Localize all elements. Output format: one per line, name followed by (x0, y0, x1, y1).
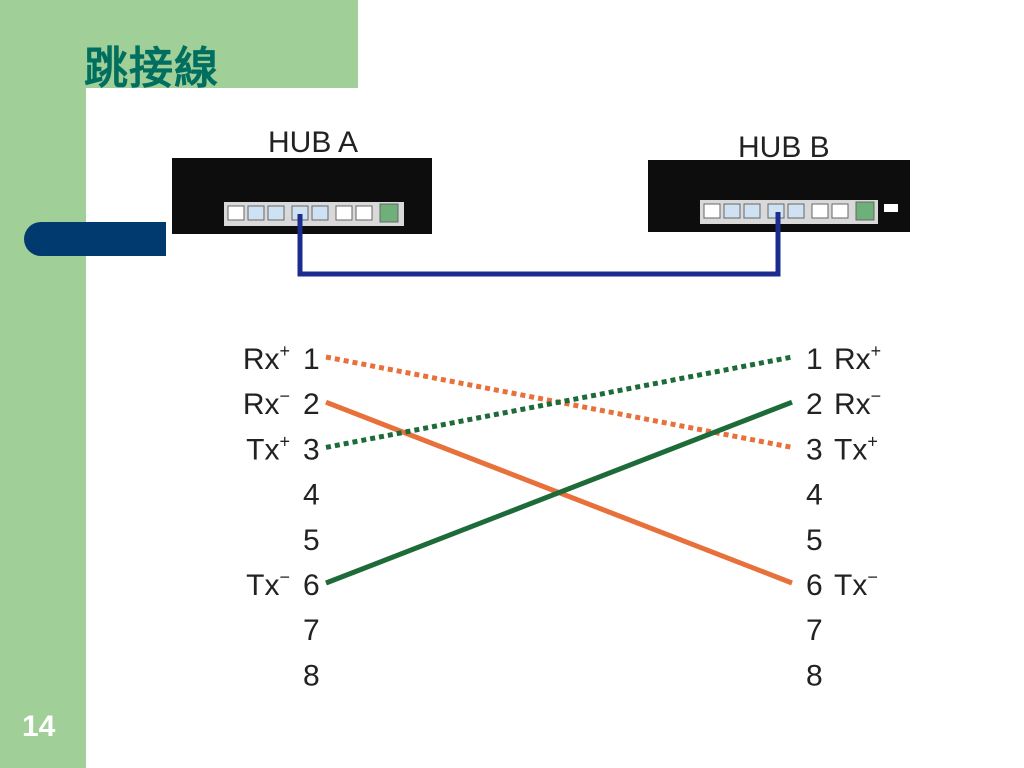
left-green-band (0, 0, 86, 768)
left-pin-4: 4 (303, 479, 320, 512)
crossover-cable (297, 212, 781, 277)
left-signal-1: Rx+ (243, 341, 290, 376)
hub-b-label: HUB B (738, 131, 830, 164)
left-pin-2: 2 (303, 388, 320, 421)
right-pin-7: 7 (806, 614, 823, 647)
right-pin-1: 1 (806, 343, 823, 376)
right-signal-6: Tx− (834, 567, 878, 602)
hub-b-device (648, 160, 910, 232)
right-pin-6: 6 (806, 569, 823, 602)
right-signal-3: Tx+ (834, 431, 878, 466)
pin-labels: 1 1 Rx+ Rx+ 2 2 Rx− Rx− 3 3 Tx+ Tx+ 4 4 5 5 6 6 Tx− Tx− 7 7 8 8 (243, 341, 881, 692)
hub-a-device (172, 158, 432, 234)
right-pin-3: 3 (806, 433, 823, 466)
top-green-band (0, 0, 358, 88)
right-pin-5: 5 (806, 524, 823, 557)
slide-title: 跳接線 (84, 43, 219, 94)
page-number: 14 (22, 710, 56, 743)
left-pin-5: 5 (303, 524, 320, 557)
right-pin-8: 8 (806, 659, 823, 692)
hub-b-ports (703, 201, 875, 221)
right-signal-1: Rx+ (834, 341, 881, 376)
decorative-tab (24, 222, 166, 256)
hub-a-ports (227, 203, 399, 223)
right-pin-2: 2 (806, 388, 823, 421)
left-pin-1: 1 (303, 343, 320, 376)
right-pin-4: 4 (806, 479, 823, 512)
left-pin-3: 3 (303, 433, 320, 466)
wire-6-to-2 (325, 399, 793, 586)
left-pin-7: 7 (303, 614, 320, 647)
wire-group (325, 354, 793, 586)
right-signal-2: Rx− (834, 386, 881, 421)
left-signal-3: Tx+ (246, 431, 290, 466)
left-signal-2: Rx− (243, 386, 290, 421)
left-pin-6: 6 (303, 569, 320, 602)
wire-3-to-1 (325, 354, 793, 450)
hub-a-label: HUB A (268, 126, 358, 159)
left-pin-8: 8 (303, 659, 320, 692)
left-signal-6: Tx− (246, 567, 290, 602)
